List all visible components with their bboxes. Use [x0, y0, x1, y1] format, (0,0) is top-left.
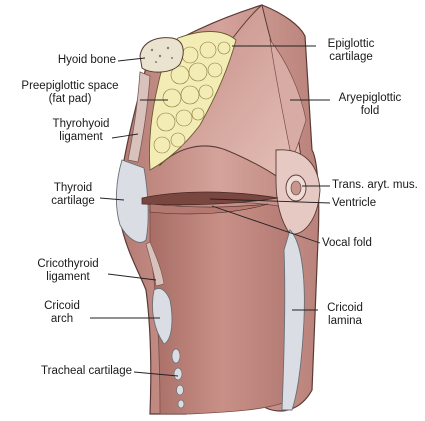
label-ventricle-text: Ventricle [332, 197, 377, 209]
label-cricoid-lamina-line2: lamina [328, 315, 362, 327]
leader-thyroid-cartilage [99, 197, 125, 201]
label-aryepiglottic-fold-line2: fold [360, 105, 380, 117]
leader-lines [90, 45, 331, 377]
label-ventricle: Ventricle [332, 197, 402, 210]
label-preepiglottic-space: Preepiglottic space (fat pad) [4, 80, 136, 106]
label-thyroid-cartilage-line1: Thyroid [53, 182, 93, 194]
label-cricothyroid-ligament-line2: ligament [46, 271, 90, 283]
label-cricoid-arch: Cricoid arch [36, 300, 88, 326]
muscle-core [290, 180, 302, 196]
leader-thyrohyoid-ligament [111, 133, 139, 139]
leader-hyoid-bone [117, 57, 146, 62]
label-preepiglottic-space-line2: (fat pad) [48, 93, 92, 105]
label-vocal-fold: Vocal fold [322, 237, 402, 250]
ventricle [141, 191, 279, 206]
label-cricoid-lamina: Cricoid lamina [318, 302, 372, 328]
label-cricoid-lamina-line1: Cricoid [327, 302, 363, 314]
label-tracheal-cartilage-text: Tracheal cartilage [41, 365, 132, 377]
hyoid-texture [150, 46, 173, 63]
label-thyrohyoid-ligament-line2: ligament [59, 131, 103, 143]
label-cricoid-arch-line2: arch [50, 313, 74, 325]
label-thyroid-cartilage: Thyroid cartilage [44, 182, 102, 208]
cricoid-lamina [281, 229, 305, 411]
label-tracheal-cartilage: Tracheal cartilage [10, 365, 132, 378]
tracheal-cartilages [171, 348, 185, 409]
aryepiglottic-fold [269, 38, 307, 162]
label-thyrohyoid-ligament-line1: Thyrohyoid [52, 118, 110, 130]
label-cricothyroid-ligament-line1: Cricothyroid [37, 258, 99, 270]
label-cricoid-arch-line1: Cricoid [44, 300, 80, 312]
leader-vocal-fold [211, 205, 321, 244]
label-epiglottic-cartilage: Epiglottic cartilage [318, 38, 384, 64]
label-hyoid-bone-text: Hyoid bone [57, 54, 116, 66]
label-aryepiglottic-fold: Aryepiglottic fold [330, 92, 410, 118]
vocal-fold [149, 203, 269, 215]
label-aryepiglottic-fold-line1: Aryepiglottic [338, 92, 402, 104]
label-thyroid-cartilage-line2: cartilage [51, 195, 95, 207]
label-epiglottic-cartilage-line2: cartilage [329, 51, 373, 63]
thyroid-cartilage [115, 159, 149, 243]
leader-tracheal-cartilage [133, 371, 179, 377]
label-cricothyroid-ligament: Cricothyroid ligament [30, 258, 106, 284]
leader-ventricle [209, 198, 331, 204]
cricothyroid-ligament [145, 241, 165, 287]
label-thyrohyoid-ligament: Thyrohyoid ligament [48, 118, 114, 144]
leader-cricothyroid-ligament [107, 273, 157, 281]
cricoid-arch [152, 288, 173, 345]
thyrohyoid-ligament [127, 71, 151, 163]
label-trans-aryt-mus-text: Trans. aryt. mus. [332, 179, 418, 191]
fat-lobules [153, 41, 231, 154]
label-epiglottic-cartilage-line1: Epiglottic [327, 38, 375, 50]
label-preepiglottic-space-line1: Preepiglottic space [21, 80, 119, 92]
label-hyoid-bone: Hyoid bone [30, 54, 116, 67]
label-trans-aryt-mus: Trans. aryt. mus. [332, 179, 424, 192]
label-vocal-fold-text: Vocal fold [322, 237, 372, 249]
hyoid-bone [139, 37, 184, 73]
